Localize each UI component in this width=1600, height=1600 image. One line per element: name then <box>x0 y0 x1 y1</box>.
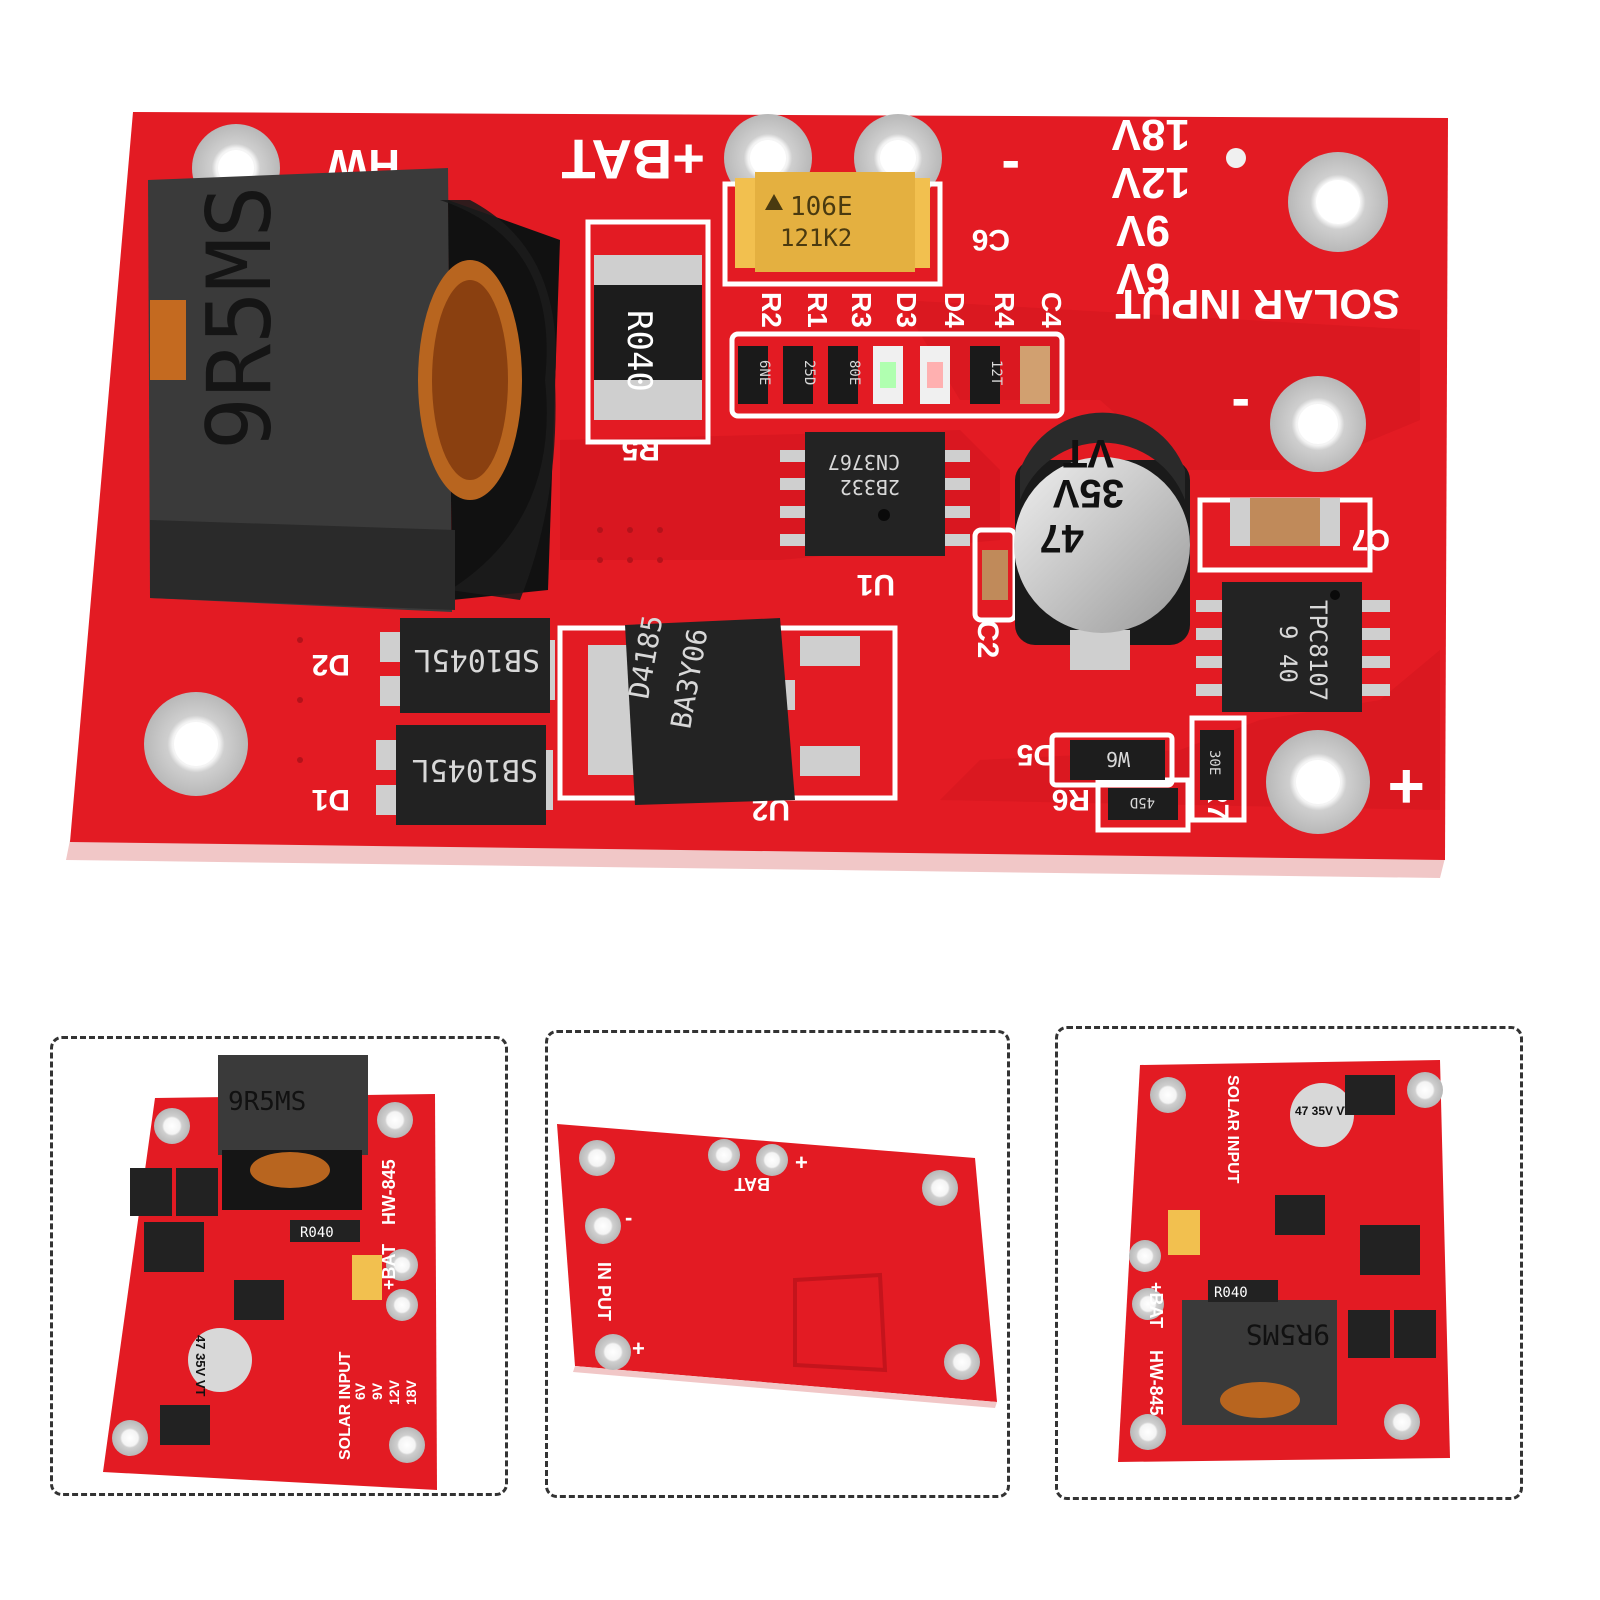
voltage-9v: 9V <box>1116 206 1170 255</box>
ref-c4: C4 <box>1036 292 1067 328</box>
ref-r4: R4 <box>989 292 1020 328</box>
r7-marking: 30E <box>1206 750 1222 775</box>
d5-diode <box>1070 740 1165 780</box>
shunt-resistor: R040 <box>594 255 702 420</box>
cap-line1: 47 <box>1040 516 1085 560</box>
thumb-front-bat: +BAT <box>379 1244 399 1290</box>
minus-top-label: - <box>1001 138 1020 201</box>
r6-marking: 45D <box>1130 794 1155 810</box>
thumb-back-plus-2: + <box>632 1336 645 1361</box>
thumb-rot-shunt: R040 <box>1214 1285 1248 1301</box>
cap-line3: VT <box>1063 431 1114 475</box>
thumb-front-inductor: 9R5MS <box>228 1087 306 1117</box>
thumbnail-rotated: 9R5MS R040 47 35V VT SOLAR INPUT +BAT HW… <box>1118 1060 1450 1462</box>
thumb-front-cap: 47 35V VT <box>193 1335 208 1396</box>
tantalum-capacitor: 106E 121K2 <box>735 172 930 272</box>
bat-label: +BAT <box>561 128 705 191</box>
thumbnail-frame-middle <box>545 1030 1010 1498</box>
c2-cap <box>982 550 1008 600</box>
u1-chip: CN3767 2B332 <box>780 432 970 556</box>
thumbnail-front: 9R5MS R040 47 35V VT HW-845 +BAT SOLAR I… <box>103 1055 437 1490</box>
r6-resistor <box>1108 788 1178 820</box>
voltage-12v: 12V <box>1111 158 1190 207</box>
ref-d4: D4 <box>939 292 970 328</box>
mosfet-line1: TPC8107 <box>1304 600 1332 701</box>
resistor-r4-marking: 12T <box>988 360 1004 386</box>
thumb-front-9v: 9V <box>369 1382 385 1400</box>
thumbnail-frame-left <box>50 1036 508 1496</box>
ref-r1: R1 <box>802 292 833 328</box>
solar-input-label: SOLAR INPUT <box>1115 281 1400 328</box>
tantalum-line2: 121K2 <box>780 224 852 252</box>
thumbnail-frame-right <box>1055 1026 1523 1500</box>
thumb-rot-inductor: 9R5MS <box>1246 1318 1330 1351</box>
ref-d5: D5 <box>1017 738 1055 771</box>
thumb-front-shunt: R040 <box>300 1225 334 1241</box>
ref-r5: R5 <box>622 433 660 466</box>
r7-resistor <box>1200 730 1234 800</box>
inductor: 9R5MS <box>148 168 560 612</box>
shunt-marking: R040 <box>619 310 659 392</box>
ref-u1: U1 <box>857 568 895 601</box>
ref-r3: R3 <box>846 292 877 328</box>
thumb-front-18v: 18V <box>403 1379 419 1405</box>
resistor-row: 6NE 25D 80E 12T <box>738 346 1050 404</box>
ref-c2: C2 <box>971 620 1004 658</box>
u1-line1: CN3767 <box>828 450 900 474</box>
diode-d1: SB1045L <box>376 725 553 825</box>
thumb-back-bat: BAT <box>734 1174 770 1194</box>
thumb-back-plus: + <box>795 1150 808 1175</box>
ref-r2: R2 <box>756 292 787 328</box>
minus-mid-label: - <box>1231 376 1250 439</box>
ref-r6: R6 <box>1052 783 1090 816</box>
tantalum-line1: 106E <box>790 192 853 222</box>
diode-d1-marking: SB1045L <box>412 752 538 787</box>
ref-d3: D3 <box>891 292 922 328</box>
diode-d2-marking: SB1045L <box>414 642 540 677</box>
voltage-6v: 6V <box>1116 254 1170 303</box>
resistor-r1-marking: 25D <box>801 360 817 385</box>
thumb-front-solar: SOLAR INPUT <box>337 1351 354 1460</box>
u1-line2: 2B332 <box>840 475 900 499</box>
thumb-rot-cap: 47 35V VT <box>1295 1104 1352 1118</box>
ref-c6: C6 <box>972 223 1010 256</box>
inductor-marking: 9R5MS <box>188 185 291 450</box>
resistor-r2-marking: 6NE <box>756 360 772 385</box>
thumb-rot-bat: +BAT <box>1146 1282 1166 1328</box>
mosfet-line2: 9 40 <box>1274 625 1302 683</box>
cap-line2: 35V <box>1053 471 1124 515</box>
electrolytic-capacitor: 47 35V VT <box>1014 412 1190 670</box>
main-board: +BAT HW - 18V 12V 9V 6V SOLAR INPUT - + … <box>66 110 1448 878</box>
plus-right-label: + <box>1388 751 1425 823</box>
thumb-front-6v: 6V <box>352 1382 368 1400</box>
c7-cap <box>1230 498 1340 546</box>
d5-marking: W6 <box>1106 747 1130 771</box>
mosfet-chip: TPC8107 9 40 <box>1196 582 1390 712</box>
thumbnail-back: BAT + - IN PUT + <box>557 1124 997 1408</box>
resistor-r3-marking: 80E <box>846 360 862 385</box>
thumb-front-model: HW-845 <box>379 1159 399 1225</box>
thumb-rot-model: HW-845 <box>1146 1350 1166 1416</box>
diode-d2: SB1045L <box>380 618 555 713</box>
voltage-18v: 18V <box>1111 110 1190 159</box>
thumb-front-12v: 12V <box>386 1379 402 1405</box>
ref-d2: D2 <box>312 648 350 681</box>
thumb-back-minus: - <box>625 1205 632 1230</box>
thumb-rot-solar: SOLAR INPUT <box>1224 1075 1241 1184</box>
thumb-back-input: IN PUT <box>594 1262 614 1321</box>
ref-d1: D1 <box>312 783 350 816</box>
u2-regulator: D4185 BA3Y06 <box>588 612 860 805</box>
